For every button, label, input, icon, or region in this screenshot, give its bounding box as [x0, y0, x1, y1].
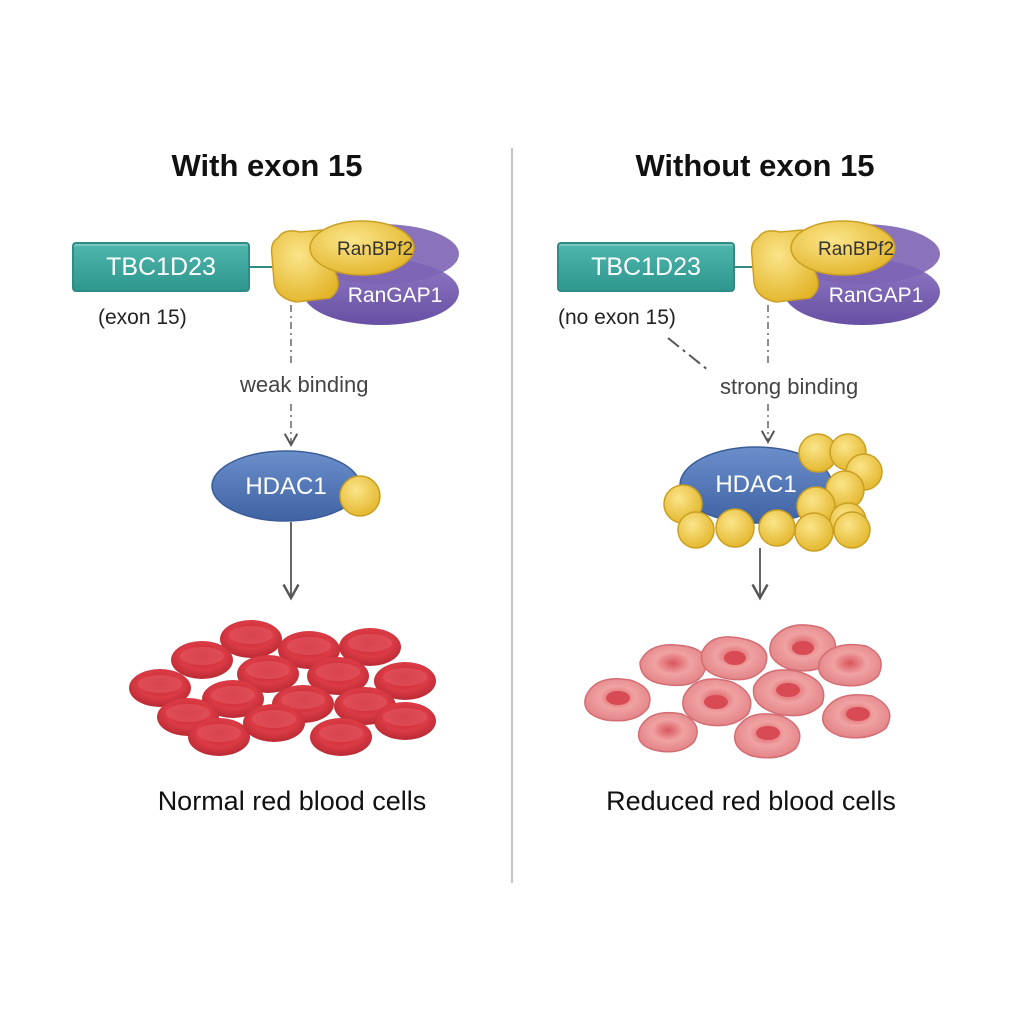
right-caption: Reduced red blood cells: [606, 786, 896, 816]
right-tbc1d23-box: TBC1D23: [557, 242, 735, 292]
right-tbc1d23-label: TBC1D23: [591, 252, 701, 281]
reduced-rbc-cell: [637, 711, 698, 753]
normal-rbc-cell: [129, 669, 191, 707]
hdac1-yellow-ball-cluster: [663, 433, 883, 552]
normal-rbc-cell: [220, 620, 282, 658]
left-rangap1-label: RanGAP1: [348, 284, 443, 307]
reduced-rbc-cell: [752, 669, 825, 717]
right-panel-title: Without exon 15: [635, 148, 875, 183]
left-hdac1-bound-ball: [339, 475, 381, 517]
reduced-rbc-cell: [682, 678, 752, 727]
reduced-rbc-cell: [818, 643, 882, 687]
right-binding-dash: [667, 337, 709, 371]
normal-rbc-cell: [237, 655, 299, 693]
normal-rbc-cell: [339, 628, 401, 666]
right-hdac1-label: HDAC1: [715, 471, 796, 498]
right-complex: [663, 220, 940, 601]
normal-rbc-cell: [202, 680, 264, 718]
reduced-rbc-cell: [700, 636, 768, 681]
left-panel-title: With exon 15: [171, 148, 363, 183]
right-binding-label: strong binding: [720, 374, 859, 399]
left-tbc1d23-label: TBC1D23: [106, 252, 216, 281]
normal-rbc-cell: [374, 662, 436, 700]
left-ranbp2-label: RanBPf2: [337, 239, 413, 260]
left-caption: Normal red blood cells: [157, 786, 427, 816]
left-ranbp2-shape: [309, 220, 415, 276]
right-exon-note: (no exon 15): [558, 306, 676, 329]
left-binding-label: weak binding: [240, 372, 369, 397]
panel-divider: [511, 148, 513, 883]
normal-rbc-group: [129, 620, 436, 756]
right-ranbp2-shape: [790, 220, 896, 276]
normal-rbc-cell: [374, 702, 436, 740]
left-exon-note: (exon 15): [98, 306, 187, 329]
right-ranbp2-label: RanBPf2: [818, 239, 894, 260]
left-hdac1-label: HDAC1: [245, 473, 326, 500]
reduced-rbc-cell: [639, 644, 707, 687]
normal-rbc-cell: [307, 657, 369, 695]
normal-rbc-cell: [310, 718, 372, 756]
normal-rbc-cell: [188, 718, 250, 756]
reduced-rbc-cell: [734, 713, 801, 759]
normal-rbc-cell: [243, 704, 305, 742]
left-complex: [211, 220, 459, 601]
reduced-rbc-group: [584, 624, 891, 759]
normal-rbc-cell: [171, 641, 233, 679]
left-tbc1d23-box: TBC1D23: [72, 242, 250, 292]
reduced-rbc-cell: [584, 678, 651, 722]
reduced-rbc-cell: [822, 694, 891, 739]
right-rangap1-label: RanGAP1: [829, 284, 924, 307]
